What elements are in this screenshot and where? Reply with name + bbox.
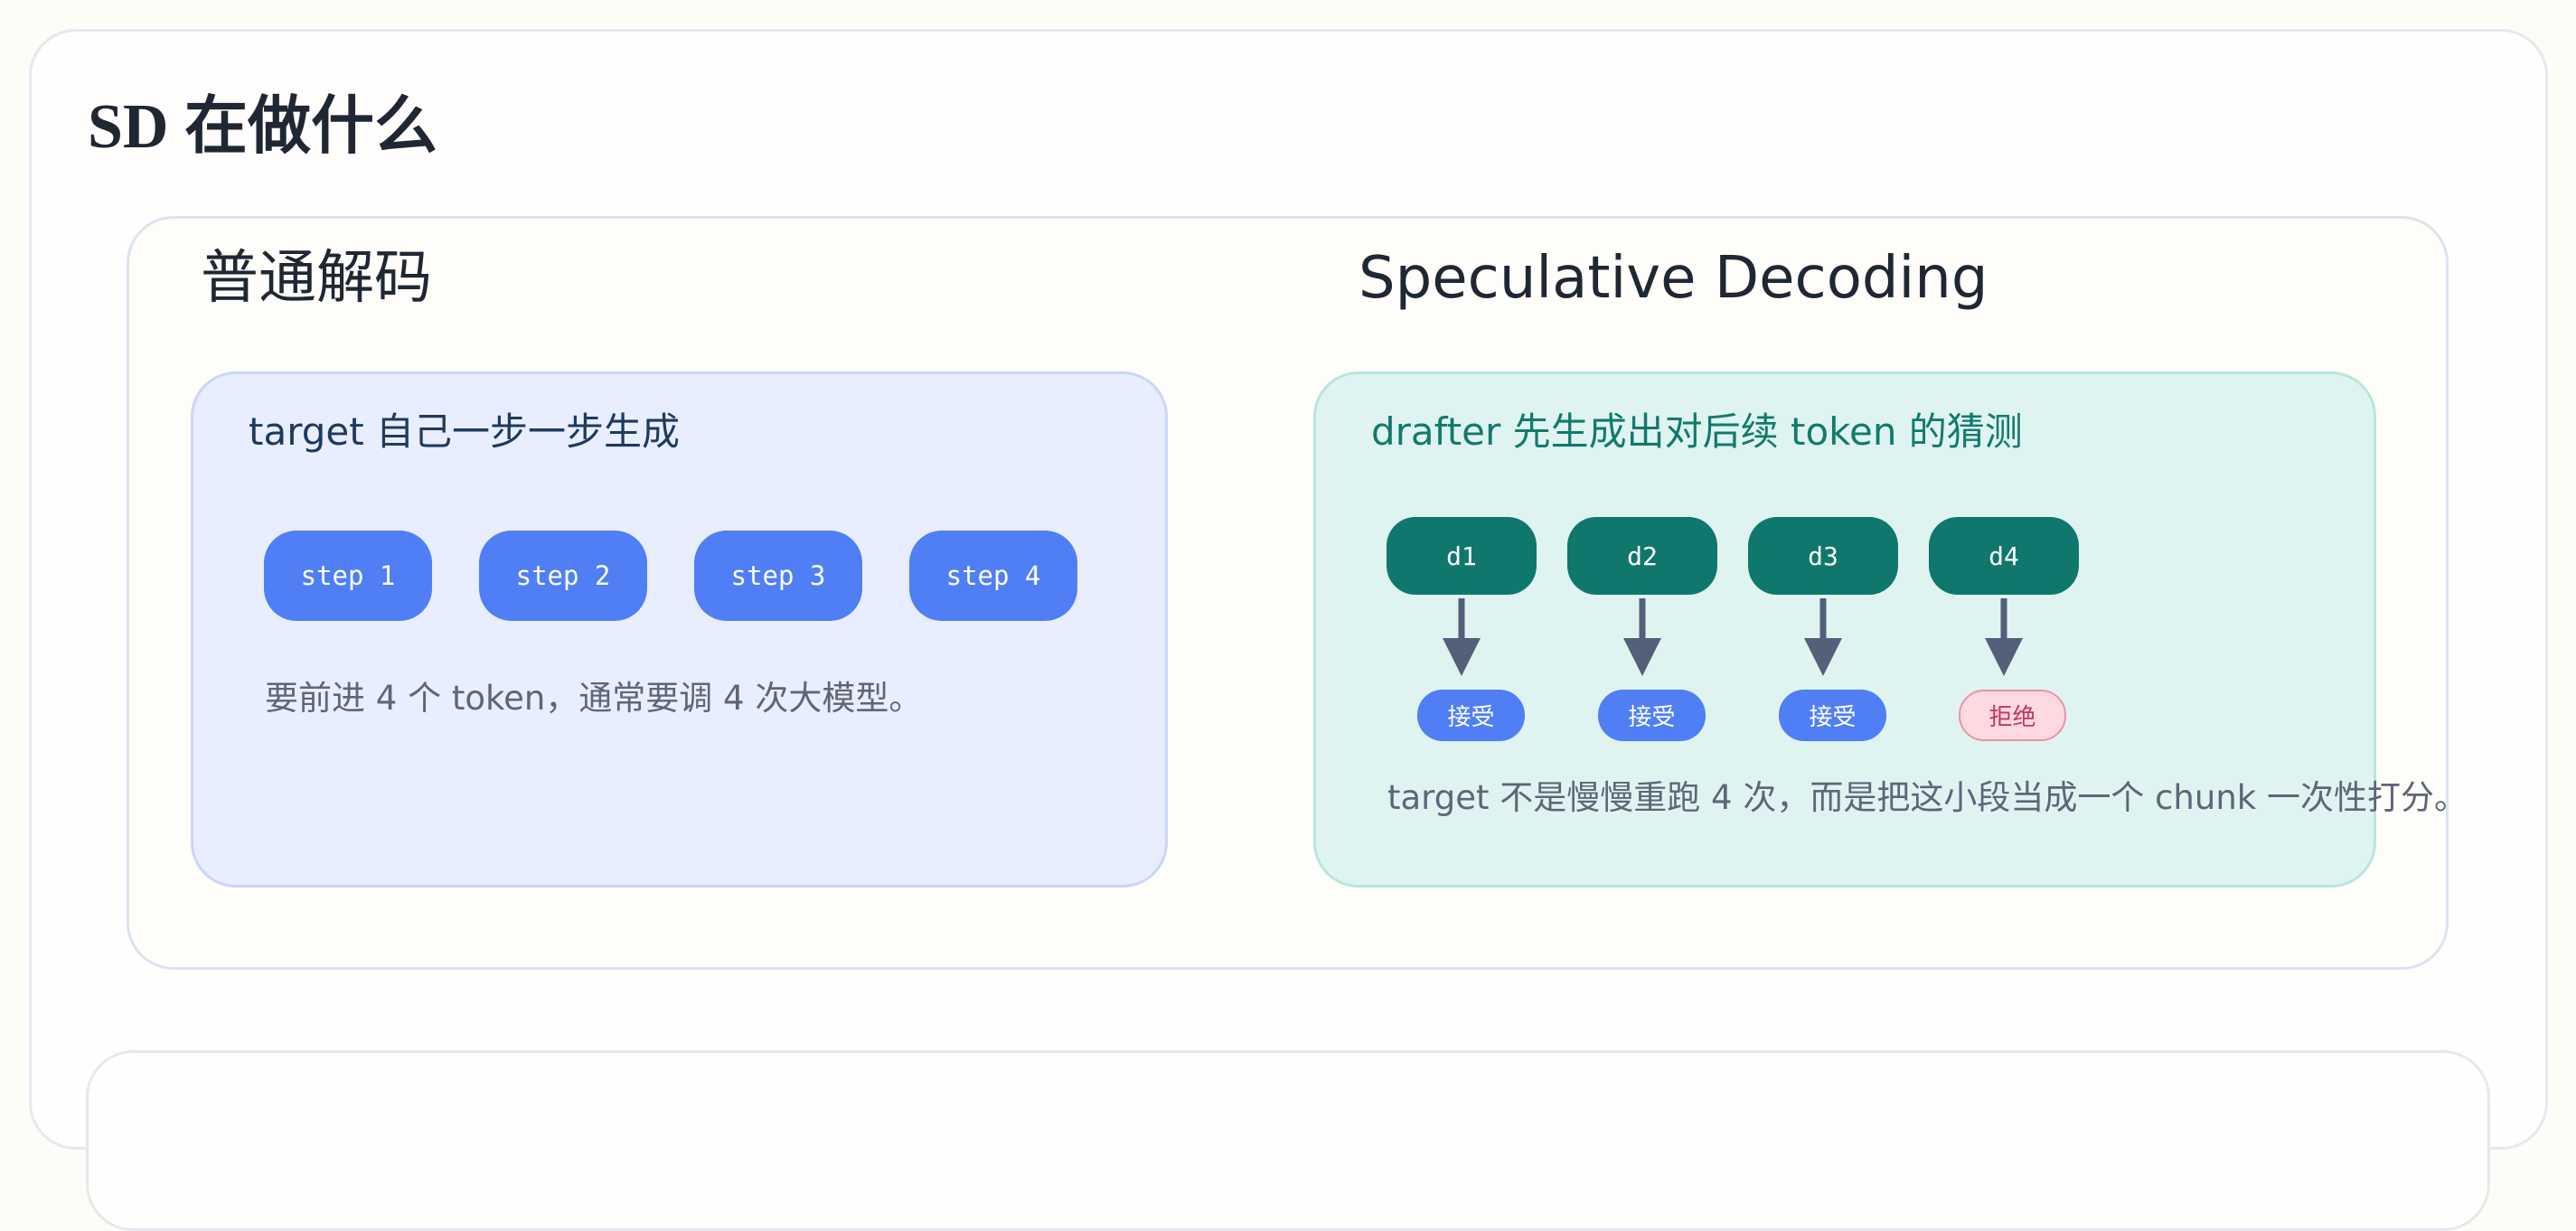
- step-box-1: step 1: [264, 531, 432, 621]
- page-title: SD 在做什么: [88, 92, 437, 162]
- speculative-decoding-title: Speculative Decoding: [1359, 245, 1988, 312]
- normal-decoding-title: 普通解码: [201, 245, 432, 312]
- verdict-badge-accepted: 接受: [1779, 690, 1886, 741]
- step-box-3: step 3: [694, 531, 862, 621]
- next-section-card: [86, 1050, 2490, 1231]
- arrow-down-icon: [1443, 598, 1481, 676]
- normal-decoding-caption: 要前进 4 个 token，通常要调 4 次大模型。: [265, 679, 923, 718]
- speculative-decoding-heading: drafter 先生成出对后续 token 的猜测: [1371, 409, 2023, 454]
- arrow-down-icon: [1985, 598, 2023, 676]
- verdict-badge-accepted: 接受: [1417, 690, 1525, 741]
- speculative-decoding-caption: target 不是慢慢重跑 4 次，而是把这小段当成一个 chunk 一次性打分…: [1387, 778, 2468, 817]
- normal-decoding-panel: [191, 371, 1168, 888]
- speculative-decoding-panel: [1313, 371, 2376, 888]
- verdict-badge-rejected: 拒绝: [1959, 690, 2066, 741]
- arrow-down-icon: [1623, 598, 1661, 676]
- draft-token-d2: d2: [1567, 517, 1717, 595]
- verdict-badge-accepted: 接受: [1598, 690, 1706, 741]
- step-box-4: step 4: [909, 531, 1077, 621]
- draft-token-d1: d1: [1387, 517, 1537, 595]
- normal-decoding-heading: target 自己一步一步生成: [249, 409, 681, 454]
- step-box-2: step 2: [479, 531, 647, 621]
- draft-token-d3: d3: [1748, 517, 1898, 595]
- draft-token-d4: d4: [1929, 517, 2079, 595]
- arrow-down-icon: [1804, 598, 1842, 676]
